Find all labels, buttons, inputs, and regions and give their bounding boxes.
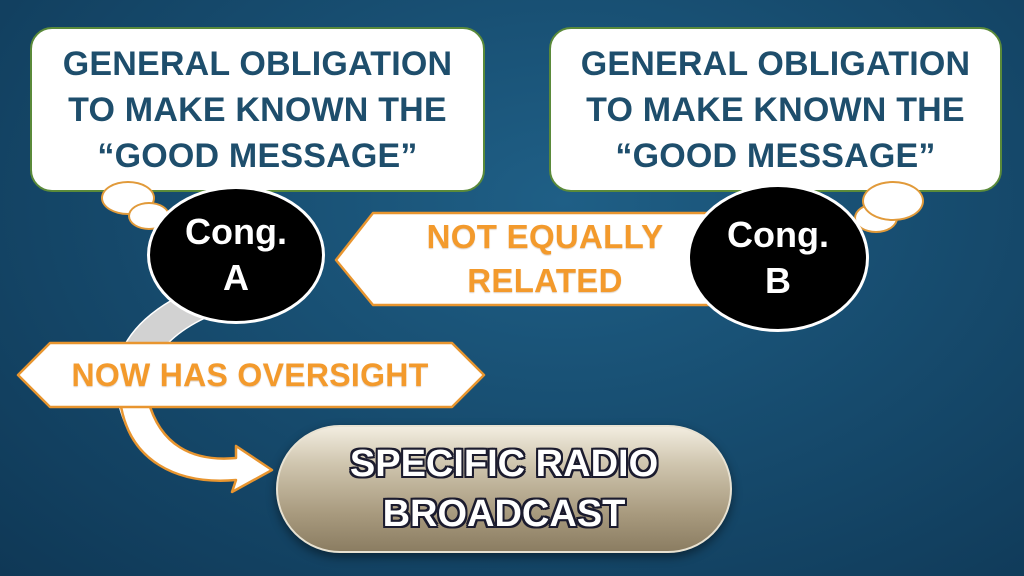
specific-radio-broadcast: SPECIFIC RADIO BROADCAST bbox=[276, 425, 732, 553]
congregation-a-line2: A bbox=[223, 257, 249, 298]
curve-arrow-lower bbox=[118, 398, 274, 494]
oversight-label: NOW HAS OVERSIGHT bbox=[71, 356, 429, 393]
congregation-a: Cong. A bbox=[147, 186, 325, 324]
congregation-b-line2: B bbox=[765, 260, 791, 301]
thought-bubble-left: GENERAL OBLIGATION TO MAKE KNOWN THE “GO… bbox=[30, 27, 485, 192]
not-equally-related-label: NOT EQUALLY RELATED bbox=[395, 213, 695, 305]
thought-bubble-right: GENERAL OBLIGATION TO MAKE KNOWN THE “GO… bbox=[549, 27, 1002, 192]
not-equally-related-line1: NOT EQUALLY bbox=[426, 218, 664, 255]
congregation-a-line1: Cong. bbox=[185, 211, 287, 252]
congregation-b-line1: Cong. bbox=[727, 214, 829, 255]
congregation-b: Cong. B bbox=[687, 184, 869, 332]
not-equally-related-line2: RELATED bbox=[467, 262, 623, 299]
thought-dot-right-large bbox=[862, 181, 924, 221]
